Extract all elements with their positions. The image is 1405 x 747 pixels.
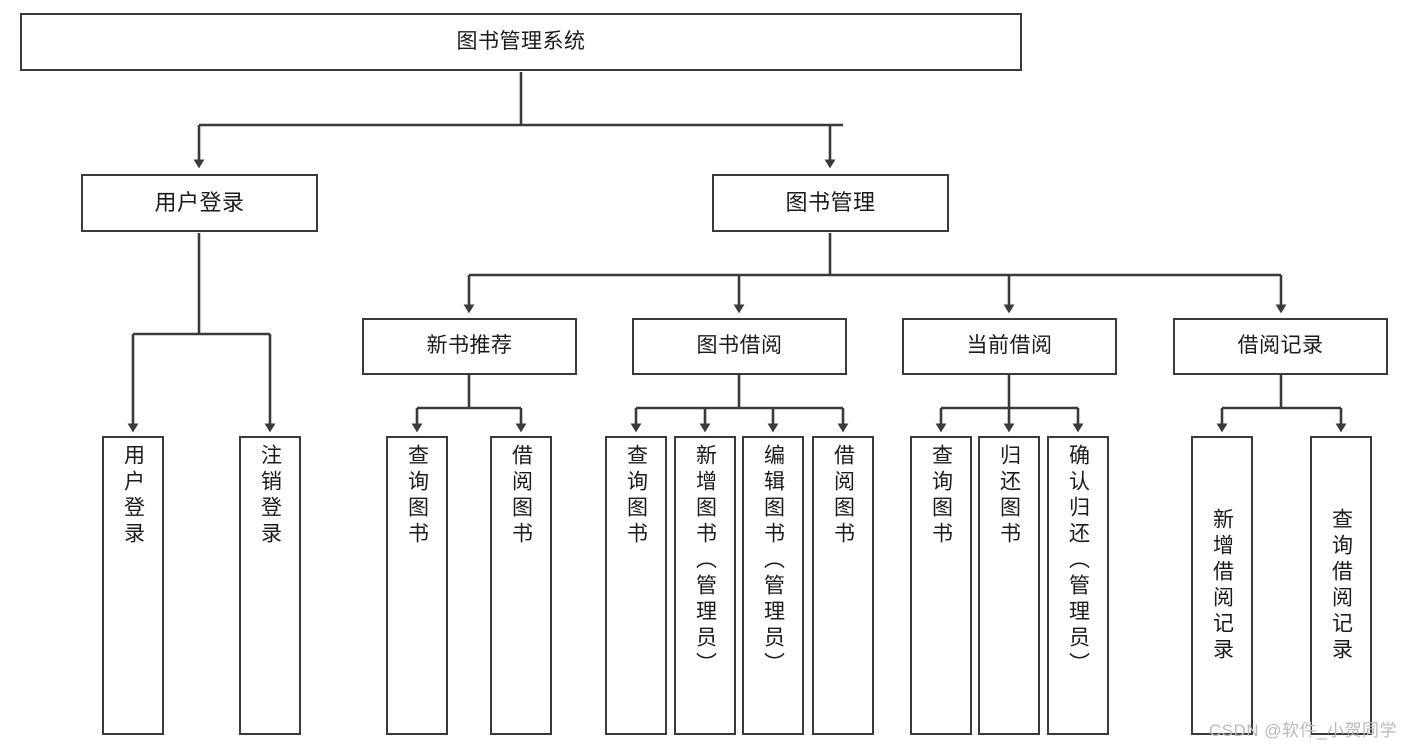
node-label: 查询图书 [405, 444, 429, 548]
leaf-logout-login[interactable]: 注销登录 [239, 436, 301, 735]
csdn-watermark: CSDN @软件_小贺同学 [1208, 721, 1397, 740]
leaf-user-login[interactable]: 用户登录 [102, 436, 164, 735]
node-label: 查询图书 [624, 444, 648, 548]
node-root-system[interactable]: 图书管理系统 [20, 13, 1022, 71]
leaf-add-book-admin[interactable]: 新增图书（管理员） [674, 436, 736, 735]
node-label: 图书借阅 [696, 334, 783, 358]
node-label: 注销登录 [258, 444, 282, 548]
node-label: 查询借阅记录 [1329, 507, 1353, 664]
leaf-query-book-current[interactable]: 查询图书 [910, 436, 972, 735]
leaf-borrow-book-recommend[interactable]: 借阅图书 [490, 436, 552, 735]
node-book-borrow[interactable]: 图书借阅 [632, 318, 847, 375]
leaf-add-borrow-record[interactable]: 新增借阅记录 [1191, 436, 1253, 735]
node-label: 归还图书 [997, 444, 1021, 548]
node-label: 借阅图书 [509, 444, 533, 548]
leaf-confirm-return-admin[interactable]: 确认归还（管理员） [1047, 436, 1109, 735]
node-label: 新增图书（管理员） [693, 444, 717, 678]
node-label: 借阅图书 [831, 444, 855, 548]
leaf-query-borrow-record[interactable]: 查询借阅记录 [1310, 436, 1372, 735]
leaf-edit-book-admin[interactable]: 编辑图书（管理员） [742, 436, 804, 735]
node-label: 图书管理 [785, 190, 876, 216]
node-label: 当前借阅 [966, 334, 1053, 358]
node-user-login[interactable]: 用户登录 [81, 174, 318, 232]
node-book-management[interactable]: 图书管理 [712, 174, 949, 232]
node-new-book-recommend[interactable]: 新书推荐 [362, 318, 577, 375]
node-label: 用户登录 [121, 444, 145, 548]
leaf-return-book[interactable]: 归还图书 [978, 436, 1040, 735]
leaf-borrow-book-borrow[interactable]: 借阅图书 [812, 436, 874, 735]
node-borrow-record[interactable]: 借阅记录 [1173, 318, 1388, 375]
node-label: 借阅记录 [1237, 334, 1324, 358]
node-label: 确认归还（管理员） [1066, 444, 1090, 678]
node-label: 图书管理系统 [456, 29, 586, 53]
leaf-query-book-recommend[interactable]: 查询图书 [386, 436, 448, 735]
leaf-query-book-borrow[interactable]: 查询图书 [605, 436, 667, 735]
node-label: 用户登录 [154, 190, 245, 216]
node-label: 新书推荐 [426, 334, 513, 358]
node-current-borrow[interactable]: 当前借阅 [902, 318, 1117, 375]
node-label: 编辑图书（管理员） [761, 444, 785, 678]
node-label: 新增借阅记录 [1210, 507, 1234, 664]
node-label: 查询图书 [929, 444, 953, 548]
